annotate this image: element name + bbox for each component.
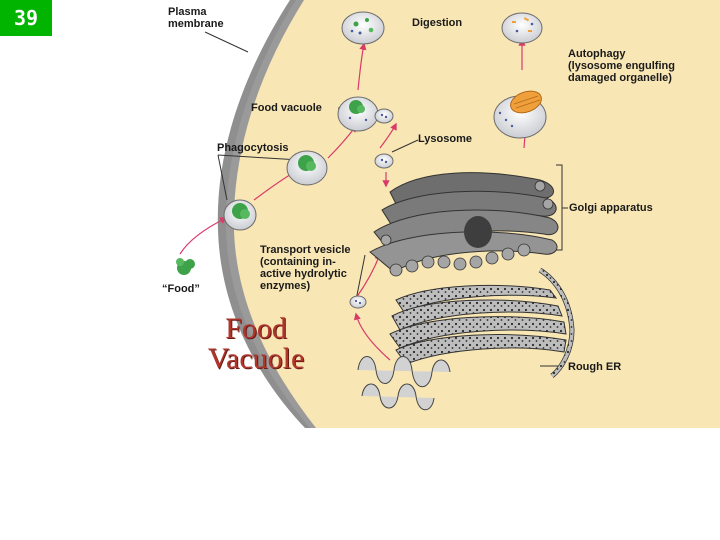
slide-caption: Food Vacuole — [186, 314, 326, 374]
caption-line-2: Vacuole — [207, 342, 305, 375]
phagocytosis-vesicle-1 — [223, 199, 257, 231]
label-transport-vesicle: Transport vesicle(containing in- active … — [260, 244, 351, 292]
label-digestion: Digestion — [412, 17, 463, 29]
digestion-vesicle — [341, 11, 385, 45]
label-food-vacuole: Food vacuole — [251, 102, 322, 114]
caption-line-1: Food — [225, 312, 287, 345]
label-rough-er: Rough ER — [568, 361, 622, 373]
phagocytosis-vesicle-2 — [286, 150, 328, 186]
slide-number-badge: 39 — [0, 0, 52, 36]
label-golgi-apparatus: Golgi apparatus — [569, 202, 653, 214]
autophagy-digestion-vesicle — [501, 12, 543, 44]
autophagy-vesicle — [493, 90, 547, 139]
label-food: “Food” — [162, 283, 200, 295]
food-vacuole — [337, 96, 394, 132]
label-phagocytosis: Phagocytosis — [217, 142, 289, 154]
food-particle — [176, 258, 195, 275]
rough-er — [357, 267, 575, 411]
golgi-apparatus — [369, 172, 559, 277]
diagram-art — [176, 0, 720, 428]
lysosome — [374, 153, 394, 169]
label-lysosome: Lysosome — [418, 133, 473, 145]
transport-vesicle — [349, 295, 367, 309]
